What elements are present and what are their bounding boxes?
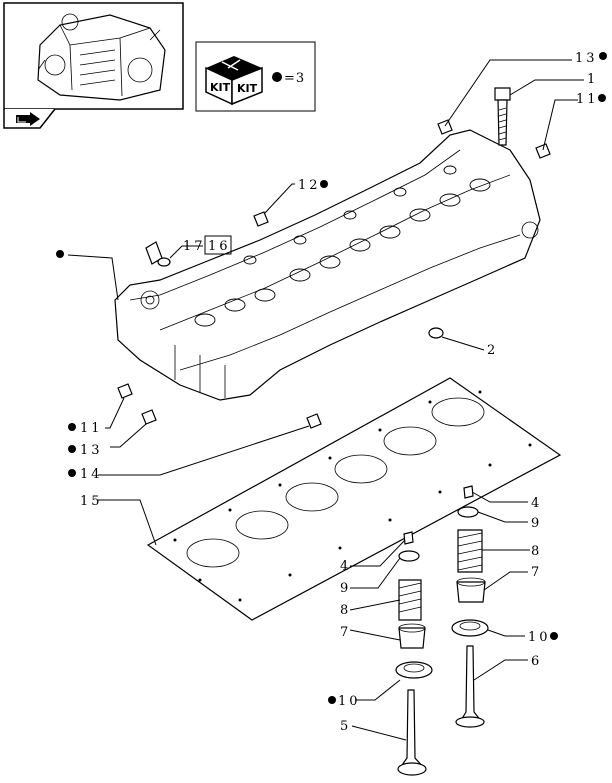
callout-5: 5 (340, 719, 351, 734)
callout-8-left: 8 (340, 603, 351, 618)
plug-13-top[interactable] (437, 119, 453, 135)
callout-17: 17 (183, 239, 206, 254)
callout-8-right: 8 (531, 544, 542, 559)
kit-dot-icon (272, 72, 282, 82)
callout-15: 15 (80, 494, 103, 509)
callout-labels: 13 1 11 12 17 16 2 11 13 14 15 4 9 8 7 1… (80, 51, 599, 734)
page-arrow-icon[interactable] (16, 112, 40, 126)
plug-11-left[interactable] (117, 383, 133, 399)
kit-quantity-label: =3 (284, 71, 305, 86)
callout-7-left: 7 (340, 625, 351, 640)
plug-12[interactable] (253, 211, 269, 227)
callout-10-left: 10 (338, 694, 361, 709)
valve-seal-right[interactable] (451, 619, 489, 637)
callout-6: 6 (531, 654, 542, 669)
spring-retainer-right[interactable] (457, 506, 479, 518)
head-gasket[interactable] (146, 377, 562, 621)
callout-9-right: 9 (531, 516, 542, 531)
callout-11-top: 11 (576, 92, 599, 107)
engine-thumbnail-icon (37, 13, 166, 101)
callout-13-left: 13 (80, 443, 103, 458)
callout-7-right: 7 (531, 565, 542, 580)
plug-14[interactable] (306, 413, 322, 429)
valve-collet-left[interactable] (403, 531, 414, 545)
plug-2[interactable] (428, 327, 444, 339)
callout-13-top: 13 (575, 51, 598, 66)
callout-4-left: 4 (340, 559, 351, 574)
callout-box-16 (204, 235, 232, 255)
callout-16: 16 (208, 239, 231, 254)
spring-retainer-left[interactable] (398, 550, 420, 562)
kit-label-right: KIT (237, 82, 258, 95)
cylinder-head[interactable] (114, 129, 541, 401)
engine-thumbnail-panel (3, 2, 184, 129)
valve-spring-right[interactable] (457, 529, 483, 573)
callout-12: 12 (298, 178, 321, 193)
callout-2: 2 (487, 343, 498, 358)
plug-11-top[interactable] (535, 143, 551, 159)
kit-label-left: KIT (210, 81, 231, 94)
kit-box-icon: KIT KIT (205, 56, 263, 106)
fitting-17[interactable] (145, 241, 171, 267)
intake-valve[interactable] (397, 689, 427, 776)
exhaust-valve[interactable] (455, 645, 485, 728)
callout-11-left: 11 (80, 421, 103, 436)
leader-lines (67, 59, 584, 741)
kit-legend-box: KIT KIT =3 (195, 41, 316, 112)
valve-spring-left[interactable] (398, 579, 422, 621)
spring-seat-right[interactable] (456, 577, 486, 603)
spring-seat-left[interactable] (398, 623, 426, 649)
callout-14: 14 (80, 467, 103, 482)
plug-13-left[interactable] (141, 409, 157, 425)
callout-1: 1 (587, 72, 598, 87)
callout-10-right: 10 (528, 630, 551, 645)
callout-9-left: 9 (340, 581, 351, 596)
callout-bullets (56, 52, 607, 704)
valve-seal-left[interactable] (395, 661, 433, 679)
callout-4-right: 4 (531, 496, 542, 511)
head-bolt[interactable] (494, 87, 511, 146)
valve-collet-right[interactable] (463, 485, 474, 499)
